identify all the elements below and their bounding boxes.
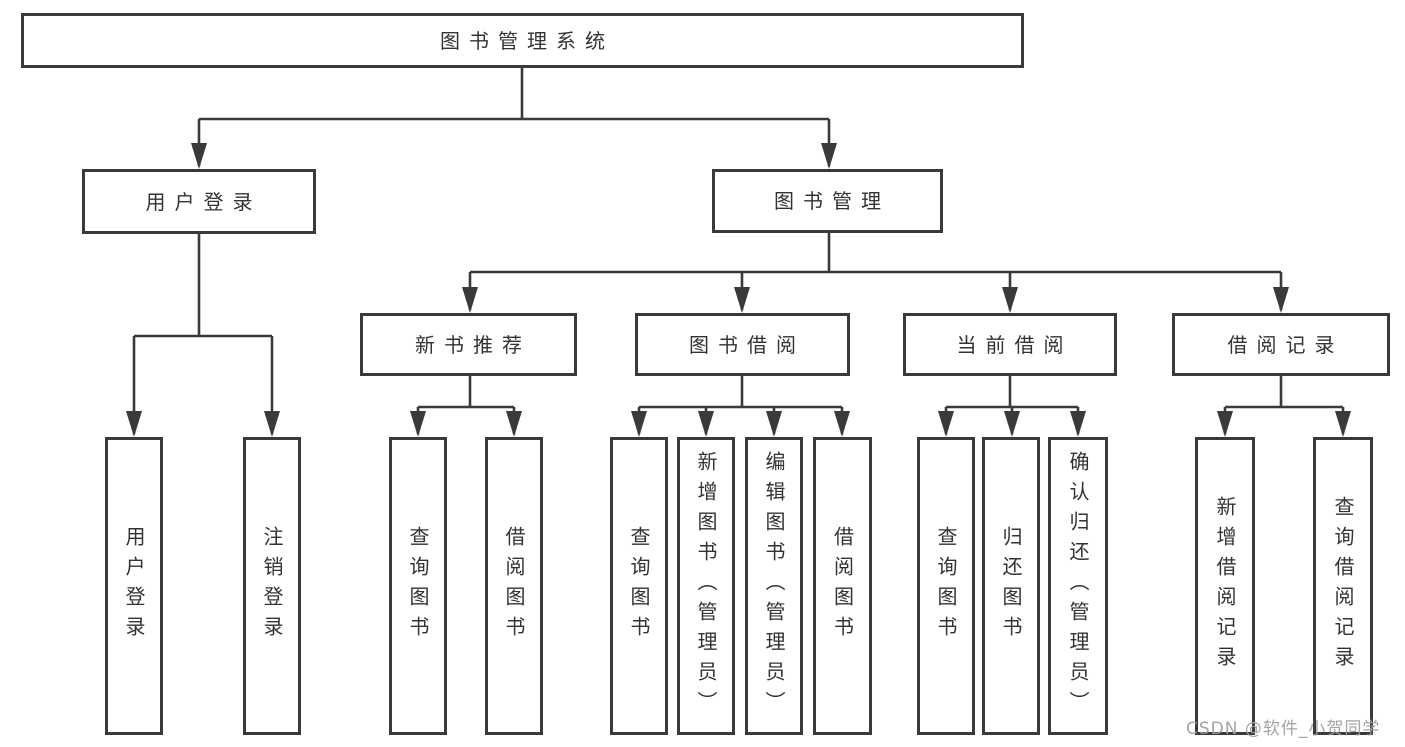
leaf-query-books-recommend: 查询图书 (389, 437, 447, 735)
node-borrow-record: 借阅记录 (1172, 313, 1390, 376)
node-root-label: 图书管理系统 (440, 28, 614, 53)
leaf-return-books-label: 归还图书 (999, 526, 1023, 646)
node-current-borrow: 当前借阅 (903, 313, 1117, 376)
leaf-add-borrow-record: 新增借阅记录 (1195, 437, 1255, 735)
leaf-query-books-recommend-label: 查询图书 (406, 526, 430, 646)
node-book-borrow: 图书借阅 (635, 313, 850, 376)
leaf-edit-books-admin: 编辑图书（管理员） (745, 437, 803, 735)
leaf-user-login-label: 用户登录 (122, 526, 146, 646)
node-new-book-recommend: 新书推荐 (360, 313, 577, 376)
leaf-query-books-borrow-label: 查询图书 (627, 526, 651, 646)
node-user-login: 用户登录 (82, 169, 316, 234)
node-new-book-recommend-label: 新书推荐 (415, 332, 531, 357)
leaf-logout-label: 注销登录 (260, 526, 284, 646)
node-current-borrow-label: 当前借阅 (956, 332, 1073, 357)
leaf-query-borrow-record: 查询借阅记录 (1313, 437, 1373, 735)
leaf-user-login: 用户登录 (105, 437, 163, 735)
node-user-login-label: 用户登录 (145, 189, 262, 214)
leaf-add-borrow-record-label: 新增借阅记录 (1213, 496, 1237, 676)
leaf-add-books-admin: 新增图书（管理员） (677, 437, 735, 735)
leaf-borrow-books: 借阅图书 (813, 437, 872, 735)
node-borrow-record-label: 借阅记录 (1227, 332, 1344, 357)
csdn-watermark: CSDN @软件_小贺同学 (1186, 719, 1381, 739)
leaf-confirm-return-admin: 确认归还（管理员） (1048, 437, 1108, 735)
leaf-borrow-books-label: 借阅图书 (830, 526, 855, 646)
node-book-management-label: 图书管理 (774, 189, 890, 213)
node-root-system: 图书管理系统 (21, 13, 1024, 68)
leaf-borrow-books-recommend-label: 借阅图书 (502, 526, 526, 646)
leaf-borrow-books-recommend: 借阅图书 (485, 437, 543, 735)
node-book-management: 图书管理 (712, 169, 943, 233)
leaf-query-books-current-label: 查询图书 (934, 526, 958, 646)
leaf-query-books-borrow: 查询图书 (610, 437, 668, 735)
leaf-query-borrow-record-label: 查询借阅记录 (1331, 496, 1355, 676)
leaf-confirm-return-admin-label: 确认归还（管理员） (1066, 451, 1090, 721)
leaf-edit-books-admin-label: 编辑图书（管理员） (762, 451, 786, 721)
leaf-add-books-admin-label: 新增图书（管理员） (694, 451, 718, 721)
node-book-borrow-label: 图书借阅 (689, 332, 805, 357)
leaf-query-books-current: 查询图书 (917, 437, 975, 735)
leaf-return-books: 归还图书 (982, 437, 1040, 735)
leaf-logout: 注销登录 (243, 437, 301, 735)
